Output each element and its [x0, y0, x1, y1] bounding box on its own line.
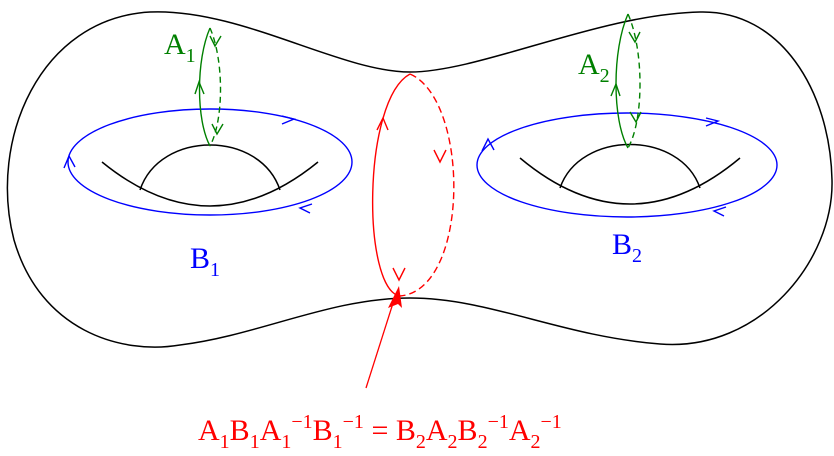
label-b2: B2: [612, 228, 642, 267]
separating-loop-back: [399, 73, 455, 297]
a1-arrow-down-1: [209, 35, 222, 48]
a2-loop-back: [627, 13, 641, 149]
a1-arrow-down-2: [211, 123, 224, 136]
right-hole-lower-curve: [519, 157, 741, 205]
pointer-line: [365, 299, 395, 389]
separating-loop-arrow-low: [392, 267, 406, 282]
b1-arrow-bottom: [298, 203, 313, 214]
b2-arrow-bottom: [712, 206, 727, 217]
a2-arrow-down-2: [629, 111, 642, 124]
right-hole-upper-curve: [559, 143, 701, 189]
relation-formula: A1B1A1−1B1−1 = B2A2B2−1A2−1: [198, 411, 562, 453]
a2-arrow-down-1: [628, 31, 641, 44]
b1-arrow-top: [281, 115, 297, 125]
left-hole-upper-curve: [139, 144, 281, 191]
b2-loop: [476, 112, 778, 218]
label-a2: A2: [578, 48, 610, 87]
left-hole-lower-curve: [101, 161, 319, 207]
a1-arrow-up: [194, 80, 205, 95]
surface-outline: [6, 11, 833, 348]
label-a1: A1: [164, 28, 196, 67]
separating-loop-front: [371, 73, 411, 297]
b1-loop: [67, 108, 353, 216]
a1-loop-front: [198, 27, 211, 147]
a2-arrow-up: [610, 82, 621, 97]
separating-loop-arrow-down: [433, 149, 447, 164]
b1-arrow-left: [63, 154, 76, 169]
label-b1: B1: [190, 242, 220, 281]
separating-loop-arrow-up: [376, 116, 389, 131]
b2-arrow-left: [481, 137, 495, 152]
b2-arrow-top: [705, 117, 721, 127]
pointer-arrowhead: [388, 286, 402, 308]
a2-loop-front: [615, 13, 629, 149]
a1-loop-back: [209, 27, 222, 147]
